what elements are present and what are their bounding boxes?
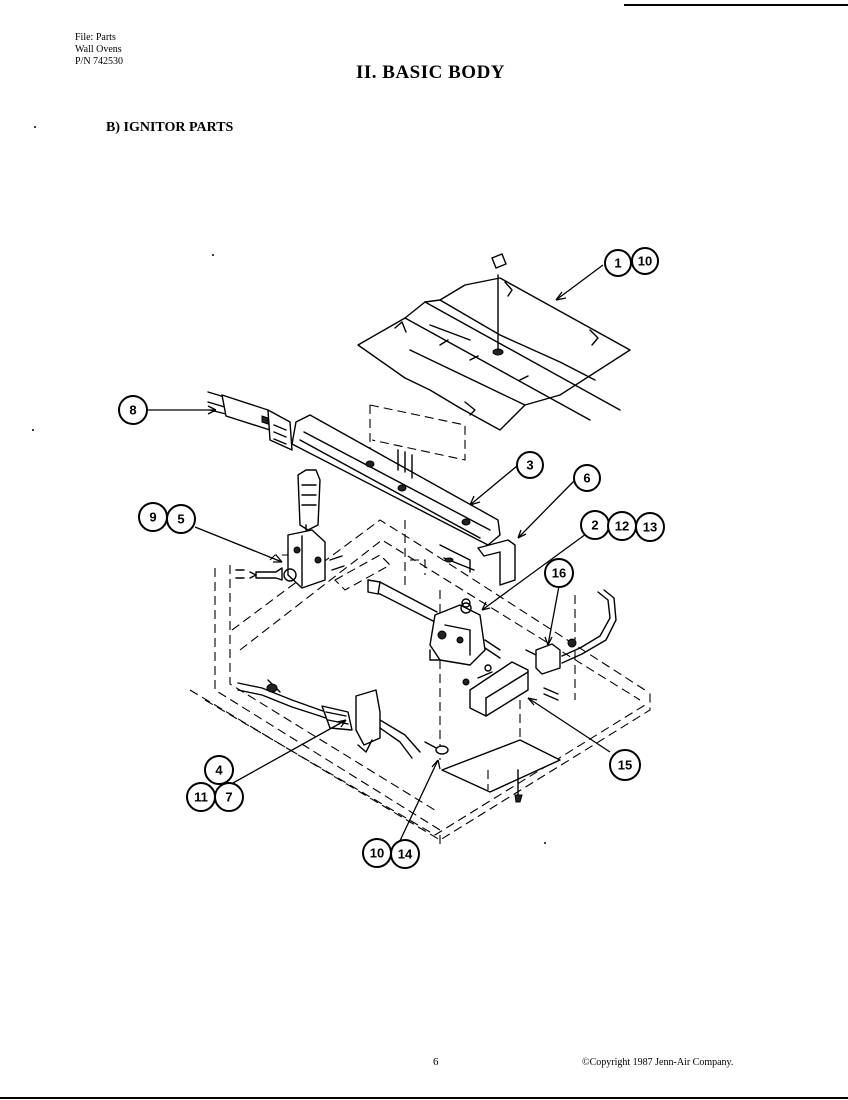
callout-label-10-bottom: 10 — [370, 846, 384, 861]
callout-14: 14 — [390, 839, 420, 869]
small-bracket — [439, 539, 516, 586]
leader-lines — [148, 264, 611, 846]
valve-assembly — [429, 598, 501, 672]
callout-label-2: 2 — [591, 518, 598, 533]
callout-label-3: 3 — [526, 458, 533, 473]
page-number: 6 — [433, 1056, 439, 1068]
ignitor-plug — [207, 391, 293, 451]
page-title: II. BASIC BODY — [356, 62, 506, 83]
callout-10-top: 10 — [631, 247, 659, 275]
shield-plate — [357, 253, 631, 431]
callout-11: 11 — [186, 782, 216, 812]
valve-bracket — [235, 529, 345, 589]
callout-label-9: 9 — [149, 510, 156, 525]
callout-label-13: 13 — [643, 520, 657, 535]
callout-15: 15 — [609, 749, 641, 781]
callout-label-15: 15 — [618, 758, 632, 773]
ignitor-module — [462, 661, 559, 717]
copyright-notice: ©Copyright 1987 Jenn-Air Company. — [582, 1057, 734, 1068]
callout-13: 13 — [635, 512, 665, 542]
top-rule — [624, 4, 848, 6]
callout-8: 8 — [118, 395, 148, 425]
section-title: B) IGNITOR PARTS — [106, 120, 234, 135]
callout-12: 12 — [607, 511, 637, 541]
callout-6: 6 — [573, 464, 601, 492]
callout-9: 9 — [138, 502, 168, 532]
callout-label-14: 14 — [398, 847, 413, 862]
callout-label-5: 5 — [177, 512, 184, 527]
mount-outline — [369, 404, 466, 461]
callout-10-bottom: 10 — [362, 838, 392, 868]
electrode-base — [424, 739, 561, 803]
callout-16: 16 — [544, 558, 574, 588]
callout-label-7: 7 — [225, 790, 232, 805]
callout-label-6: 6 — [583, 471, 590, 486]
callout-2: 2 — [580, 510, 610, 540]
callout-label-8: 8 — [129, 403, 136, 418]
callout-1: 1 — [604, 249, 632, 277]
callout-4: 4 — [204, 755, 234, 785]
file-line: File: Parts — [75, 32, 116, 43]
file-info-block: File: Parts Wall Ovens P/N 742530 — [75, 32, 123, 68]
gas-tube — [367, 579, 438, 623]
callout-5: 5 — [166, 504, 196, 534]
part-number-line: P/N 742530 — [75, 56, 124, 67]
pressure-switch — [525, 589, 617, 675]
callout-label-12: 12 — [615, 519, 629, 534]
callout-7: 7 — [214, 782, 244, 812]
wiring-harness — [237, 679, 421, 759]
callout-label-16: 16 — [552, 566, 566, 581]
callout-label-4: 4 — [215, 763, 223, 778]
product-line: Wall Ovens — [75, 44, 122, 55]
burner-tube — [291, 414, 501, 546]
callout-label-11: 11 — [194, 790, 208, 805]
bottom-rule — [0, 1097, 848, 1099]
callout-label-10-top: 10 — [638, 254, 652, 269]
callout-label-1: 1 — [614, 256, 621, 271]
callout-3: 3 — [516, 451, 544, 479]
